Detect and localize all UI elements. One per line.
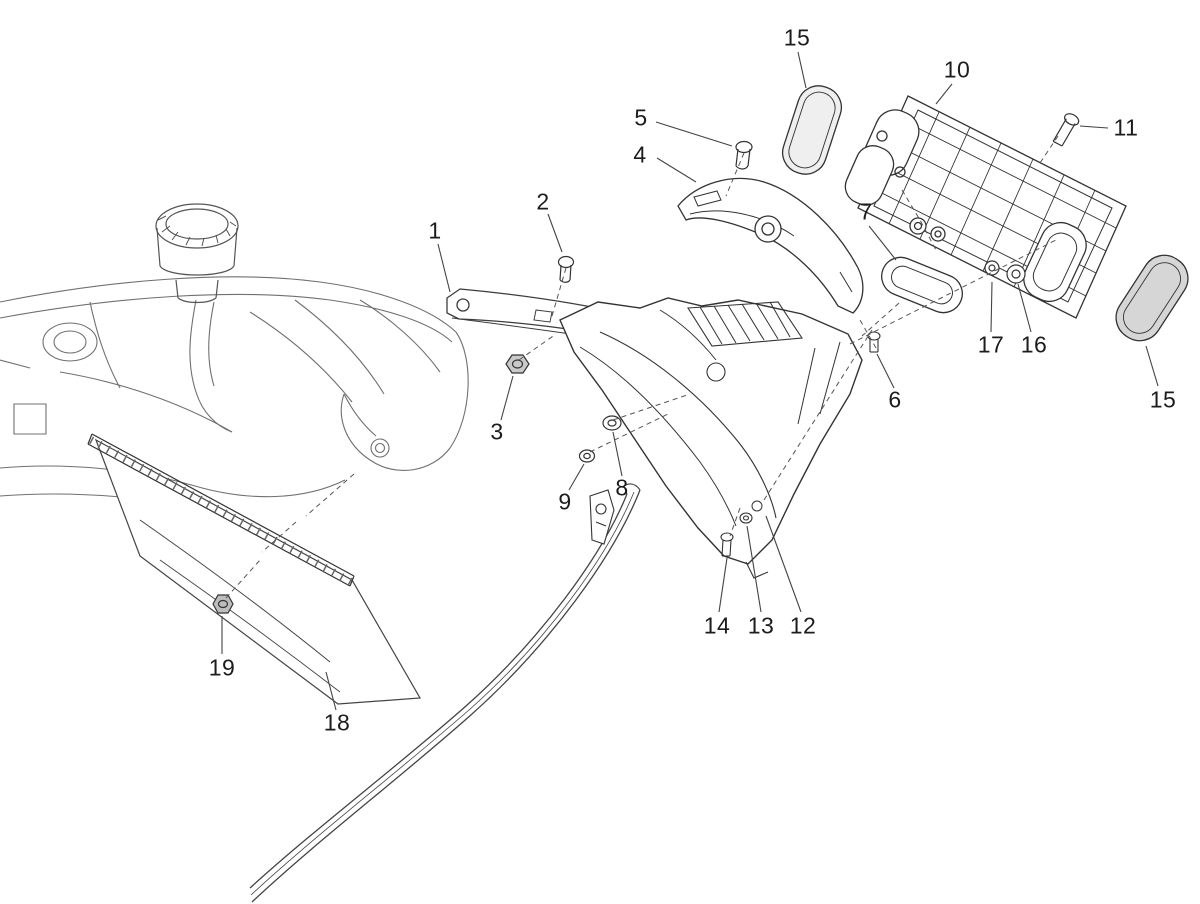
callout-12: 12 — [789, 612, 817, 639]
fuel-filler-cap — [155, 203, 239, 304]
callout-3: 3 — [490, 418, 504, 445]
washer-12-13-14-group — [720, 512, 753, 557]
callout-1: 1 — [428, 217, 442, 244]
fastener-bolt-11 — [1052, 113, 1080, 147]
callout-17: 17 — [977, 331, 1005, 358]
fastener-bolt-5 — [735, 140, 753, 170]
scooter-body-outline — [0, 276, 469, 515]
callout-14: 14 — [703, 612, 731, 639]
fastener-screw-2 — [557, 255, 575, 283]
callout-7: 7 — [859, 198, 873, 225]
part-reflector-15-top — [781, 85, 843, 175]
callout-18: 18 — [323, 709, 351, 736]
washer-17 — [984, 260, 1000, 276]
callout-15-right: 15 — [1149, 386, 1177, 413]
part-clip — [589, 489, 615, 545]
assembly-axis-lines — [225, 135, 1059, 599]
fastener-nut-19 — [212, 594, 234, 614]
part-plate-holder-grid — [844, 95, 1127, 319]
fastener-nut-3 — [505, 354, 530, 374]
washer-16 — [1006, 264, 1026, 284]
callout-6: 6 — [888, 386, 902, 413]
part-lower-trim-strip — [249, 483, 641, 903]
washer-9 — [578, 449, 596, 463]
callout-4: 4 — [633, 141, 647, 168]
washer-8 — [602, 415, 622, 431]
part-reflector-15-right — [1115, 254, 1189, 342]
callout-15-top: 15 — [783, 24, 811, 51]
part-molding-strip — [87, 433, 355, 587]
callout-13: 13 — [747, 612, 775, 639]
fastener-bolt-6 — [867, 331, 881, 353]
callout-11: 11 — [1113, 114, 1139, 141]
callout-10: 10 — [943, 56, 971, 83]
part-reflector-support-7 — [881, 256, 963, 314]
callout-9: 9 — [558, 488, 572, 515]
part-side-panel-18 — [94, 438, 421, 705]
callout-16: 16 — [1020, 331, 1048, 358]
callout-5: 5 — [634, 104, 648, 131]
callout-leader-lines — [221, 51, 1159, 711]
part-rear-fender — [559, 297, 863, 579]
callout-8: 8 — [615, 474, 629, 501]
callout-2: 2 — [536, 188, 550, 215]
part-upper-cover — [677, 177, 864, 314]
callout-19: 19 — [208, 654, 236, 681]
